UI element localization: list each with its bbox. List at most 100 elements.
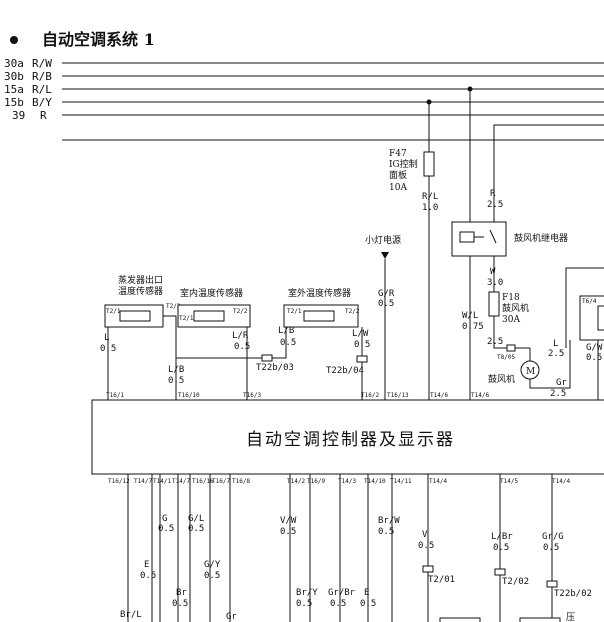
- bullet-icon: [10, 36, 18, 44]
- wire-size: 0.5: [378, 299, 394, 309]
- wire-size: 0.5: [140, 571, 156, 581]
- pin-label: T16/10: [178, 392, 200, 399]
- connector-label: T2/02: [502, 577, 529, 587]
- wire-size: 0.75: [462, 322, 484, 332]
- wire-size: 0.5: [234, 342, 250, 352]
- pin-label: T16/16: [192, 478, 214, 485]
- wire: [493, 316, 530, 349]
- bus-color: R/L: [32, 83, 52, 96]
- wire-color: E: [144, 560, 149, 570]
- wire-color: G: [162, 514, 167, 524]
- thermistor-icon: [193, 310, 225, 322]
- wire-color: G/R: [378, 289, 395, 299]
- sensor-label: 温度传感器: [118, 285, 163, 297]
- bus-code: 15b: [4, 96, 24, 109]
- bus-code: 30b: [4, 70, 24, 83]
- pin-label: T14/6: [471, 392, 489, 399]
- wire-size: 0.5: [188, 524, 204, 534]
- pin-label: T14/10: [364, 478, 386, 485]
- connector-label: T22b/04: [326, 366, 364, 376]
- connector-t2-02: [494, 568, 506, 576]
- partial-component: [597, 305, 604, 331]
- pin-label: T16/13: [387, 392, 409, 399]
- connector-t22b-04: [356, 355, 368, 363]
- wire-size: 0.5: [280, 338, 296, 348]
- motor-symbol: M: [526, 367, 535, 377]
- wire-color: E: [364, 588, 369, 598]
- wire-color: Gr/Br: [328, 588, 356, 598]
- wire: [163, 315, 262, 359]
- thermistor-icon: [119, 310, 151, 322]
- wire-color: L/W: [352, 329, 369, 339]
- wire-color: G/L: [188, 514, 204, 524]
- relay-switch-icon: [489, 229, 497, 244]
- pin-label: T14/4: [552, 478, 570, 485]
- fuse-label: F18: [502, 293, 520, 303]
- wire-color: Gr: [226, 612, 237, 622]
- wire-color: W/L: [462, 311, 478, 321]
- sensor-label: 室内温度传感器: [180, 287, 243, 299]
- wire: [272, 327, 287, 359]
- fuse-label: 面板: [389, 169, 407, 181]
- sensor-label: 室外温度传感器: [288, 287, 351, 299]
- sensor-label: 蒸发器出口: [118, 274, 163, 286]
- pin-label: T14/11: [390, 478, 412, 485]
- wire: [529, 340, 571, 389]
- partial-component: [439, 617, 481, 622]
- wire-color: R/L: [422, 192, 438, 202]
- wire-color: L/Br: [491, 532, 513, 542]
- wire-size: 0.5: [418, 541, 434, 551]
- bus-color: R/W: [32, 57, 52, 70]
- connector-t2-01: [422, 565, 434, 573]
- relay-coil-icon: [459, 231, 475, 243]
- pin-label: T2/1: [287, 308, 302, 315]
- wire-size: 0.5: [330, 599, 346, 609]
- bottom-wires: [127, 474, 553, 622]
- bottom-pins: T16/12 T14/7 T14/1 T14/7 T16/16 T16/7 T1…: [108, 478, 570, 485]
- pin-label: T16/12: [108, 478, 130, 485]
- wire-color: Br/L: [120, 610, 142, 620]
- page-title: 自动空调系统 1: [42, 30, 155, 49]
- pin-label: T16/3: [243, 392, 261, 399]
- fuse-label: 10A: [389, 183, 407, 193]
- connector-t22b-02: [546, 580, 558, 588]
- fuse-f47: [423, 151, 435, 177]
- bus-color: R: [40, 109, 47, 122]
- lamp-label: 小灯电源: [365, 234, 401, 246]
- wire-size: 0.5: [172, 599, 188, 609]
- pin-label: T2/2: [166, 303, 181, 310]
- wire-color: Gr/G: [542, 532, 564, 542]
- wire-color: G/Y: [204, 560, 221, 570]
- wire-color: W: [490, 267, 496, 277]
- pin-label: T6/4: [582, 298, 597, 305]
- wire-size: 0.5: [586, 353, 602, 363]
- wire-color: L/B: [168, 365, 184, 375]
- bus-color: B/Y: [32, 96, 52, 109]
- fuse-label: 鼓风机: [502, 302, 529, 314]
- wire-size: 2.5: [487, 200, 503, 210]
- wire-size: 2.5: [548, 349, 564, 359]
- wire-size: 0.5: [168, 376, 184, 386]
- wire-size: 0.5: [378, 527, 394, 537]
- pin-label: T14/6: [430, 392, 448, 399]
- wire: [565, 267, 604, 348]
- arrow-down-icon: [381, 252, 389, 259]
- pin-label: T14/2: [287, 478, 305, 485]
- wire-size: 2.5: [550, 389, 566, 399]
- connector-label: T22b/03: [256, 363, 294, 373]
- controller-label: 自动空调控制器及显示器: [246, 430, 455, 450]
- pin-label: T14/4: [429, 478, 447, 485]
- wire-color: R: [490, 189, 496, 199]
- bus-code: 15a: [4, 83, 24, 96]
- wire-size: 0.5: [204, 571, 220, 581]
- wire-size: 0.5: [354, 340, 370, 350]
- wire-color: L/R: [232, 331, 249, 341]
- wire-color: Br: [176, 588, 187, 598]
- wire-size: 0.5: [543, 543, 559, 553]
- wire-color: L/B: [278, 326, 294, 336]
- pin-label: T2/2: [233, 308, 248, 315]
- pin-label: T2/2: [345, 308, 360, 315]
- bus-color: R/B: [32, 70, 52, 83]
- wire-size: 0.5: [100, 344, 116, 354]
